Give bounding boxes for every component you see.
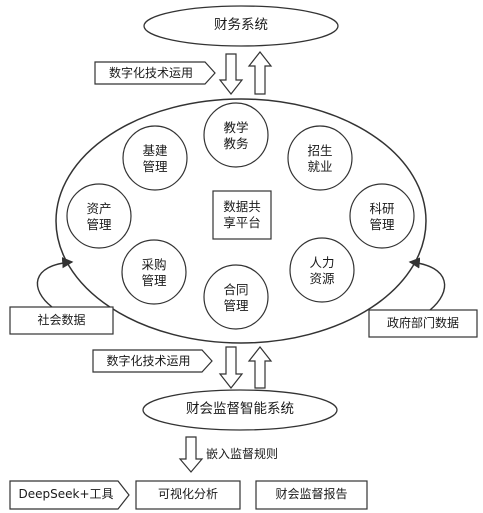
module-caigou-label: 采购管理 (141, 257, 167, 288)
arrow-up-mid (247, 346, 273, 389)
module-jijian-circle (122, 125, 188, 191)
digital-tech-top-label: 数字化技术运用 (108, 66, 193, 80)
finance-system-ellipse (143, 5, 339, 47)
module-jiaoxue-circle (203, 102, 269, 168)
curved-arrow-social (36, 257, 74, 308)
arrow-down-embed (178, 436, 204, 473)
curved-arrow-gov (408, 257, 446, 311)
social-data-label: 社会数据 (37, 313, 86, 327)
data-platform-box (212, 190, 272, 240)
digital-tech-mid-label: 数字化技术运用 (106, 354, 191, 368)
gov-data-label: 政府部门数据 (386, 316, 459, 330)
digital-tech-top-shape (94, 61, 216, 85)
module-jiaoxue-label: 教学教务 (223, 120, 249, 151)
digital-tech-mid-shape (92, 349, 213, 373)
embed-rules-label: 嵌入监督规则 (206, 447, 279, 461)
gov-data-box (368, 309, 478, 338)
module-caigou-circle (121, 239, 187, 305)
data-platform-label: 数据共享平台 (223, 199, 261, 230)
social-data-box (9, 306, 114, 335)
module-renli-label: 人力资源 (309, 255, 335, 286)
module-zhaosheng-label: 招生就业 (307, 143, 333, 174)
arrow-up-top (247, 51, 273, 95)
module-jijian-label: 基建管理 (142, 143, 168, 174)
module-hetong-label: 合同管理 (223, 282, 249, 313)
visual-analysis-box (135, 480, 241, 510)
module-zhaosheng-circle (287, 125, 353, 191)
module-zichan-circle (66, 183, 132, 249)
supervision-report-label: 财会监督报告 (275, 487, 348, 501)
module-renli-circle (289, 237, 355, 303)
visual-analysis-label: 可视化分析 (157, 487, 218, 501)
arrow-down-mid (218, 346, 244, 389)
module-zichan-label: 资产管理 (86, 201, 112, 232)
module-hetong-circle (203, 264, 269, 330)
deepseek-tool-label: DeepSeek+工具 (18, 487, 114, 501)
arrow-down-top (218, 53, 244, 95)
supervision-system-ellipse (142, 389, 338, 431)
finance-system-label: 财务系统 (214, 17, 268, 33)
supervision-report-box (255, 480, 368, 510)
supervision-system-label: 财会监督智能系统 (186, 401, 294, 417)
module-keyan-label: 科研管理 (369, 201, 395, 232)
deepseek-tool-shape (9, 480, 130, 510)
module-keyan-circle (349, 183, 415, 249)
